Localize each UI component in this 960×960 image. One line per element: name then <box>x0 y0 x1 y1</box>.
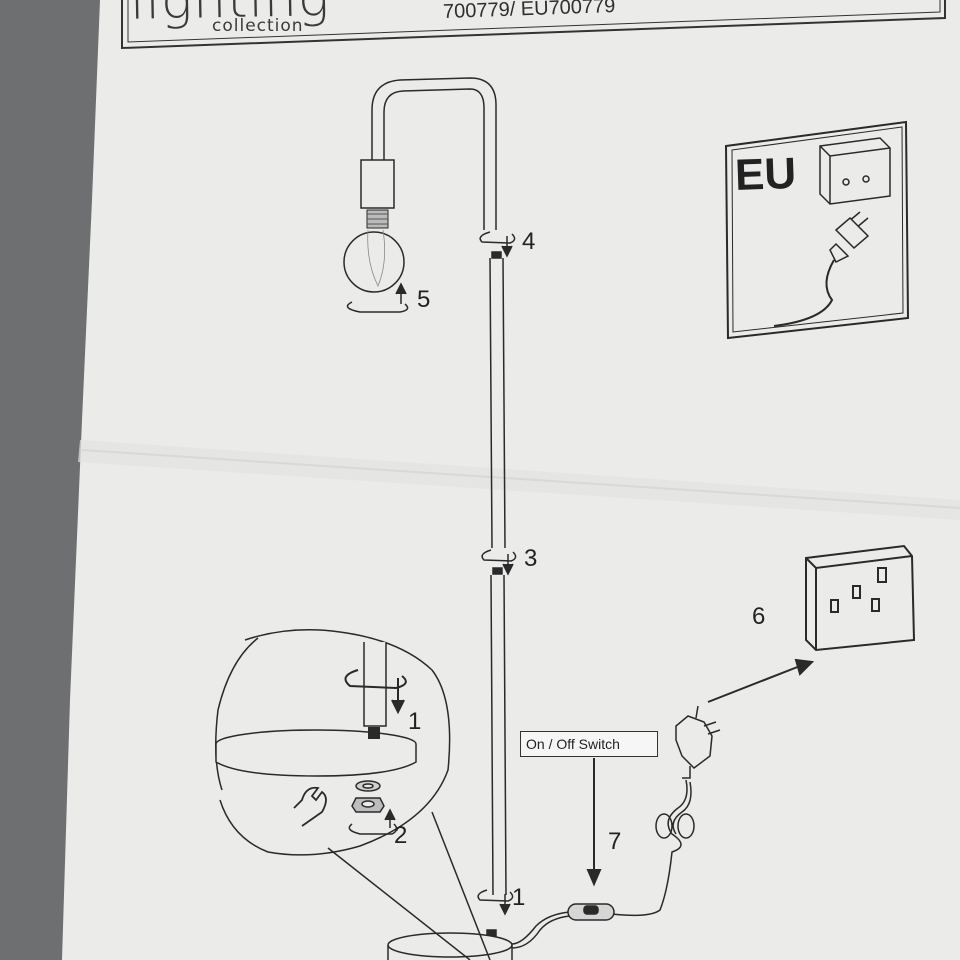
step-number-3: 3 <box>524 545 538 572</box>
eu-label: EU <box>734 148 797 201</box>
uk-plug-icon <box>675 705 721 779</box>
step-number-2: 2 <box>394 822 408 849</box>
base-detail-magnifier <box>215 629 491 960</box>
nut-icon <box>351 780 385 813</box>
brand-subtitle: collection <box>212 16 304 36</box>
power-cable <box>511 779 695 949</box>
inline-switch <box>567 903 615 921</box>
lamp-holder <box>360 159 395 209</box>
lamp-pole <box>371 77 507 896</box>
header-box <box>121 0 946 50</box>
step-number-5: 5 <box>417 286 431 313</box>
step-number-1-base: 1 <box>512 884 526 911</box>
on-off-switch-label: On / Off Switch <box>520 731 658 757</box>
rotate-arrow-icon <box>348 808 398 835</box>
rotate-arrow-icon <box>346 282 409 313</box>
rotate-arrow-icon <box>344 669 407 715</box>
uk-socket-icon <box>805 544 916 652</box>
rotate-arrow-icon <box>481 549 517 576</box>
connect-arrow <box>707 658 815 703</box>
eu-plug-icon <box>773 211 870 327</box>
step-number-1-zoom: 1 <box>408 708 422 735</box>
wrench-icon <box>293 786 327 827</box>
step-number-7: 7 <box>608 828 622 855</box>
eu-socket-icon <box>819 137 891 205</box>
rotate-arrow-icon <box>479 231 516 259</box>
switch-pointer-arrow <box>586 758 602 887</box>
step-number-4: 4 <box>522 228 536 255</box>
light-bulb-icon <box>343 209 405 293</box>
step-number-6: 6 <box>752 603 766 630</box>
